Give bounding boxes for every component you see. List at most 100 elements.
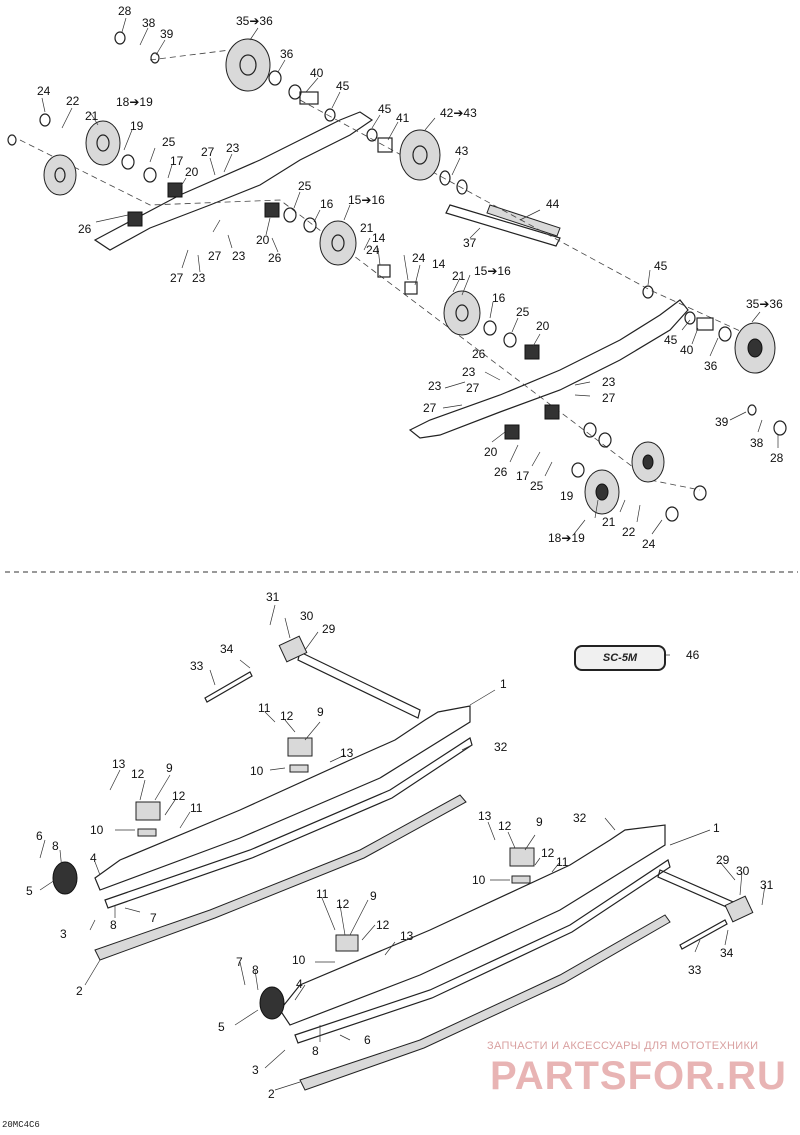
wheel-18-19-right — [584, 469, 620, 515]
runner-2-right — [299, 914, 671, 1091]
callout-9: 9 — [317, 705, 324, 719]
callout-13: 13 — [112, 757, 126, 771]
callout-13: 13 — [400, 929, 414, 943]
callout-38: 38 — [750, 436, 764, 450]
callout-32: 32 — [494, 740, 508, 754]
axle-44 — [486, 204, 561, 237]
callout-13: 13 — [478, 809, 492, 823]
slider-5-left — [52, 861, 78, 895]
callout-15-16: 15➔16 — [474, 264, 511, 278]
callout-36: 36 — [704, 359, 718, 373]
callout-9: 9 — [370, 889, 377, 903]
upper-assembly — [7, 17, 787, 535]
callout-24: 24 — [412, 251, 426, 265]
callout-23: 23 — [428, 379, 442, 393]
callout-25: 25 — [530, 479, 544, 493]
callout-37: 37 — [463, 236, 477, 250]
small-parts-upper — [7, 31, 787, 522]
callout-9: 9 — [536, 815, 543, 829]
callout-33: 33 — [190, 659, 204, 673]
callout-13: 13 — [340, 746, 354, 760]
callout-15-16: 15➔16 — [348, 193, 385, 207]
callout-35-36: 35➔36 — [746, 297, 783, 311]
wheel-35-36-right — [734, 322, 776, 374]
bracket-29-30-right — [724, 895, 754, 923]
callout-11: 11 — [316, 887, 329, 901]
callout-42-43: 42➔43 — [440, 106, 477, 120]
rail-1-right — [279, 824, 666, 1026]
upper-frame-right — [408, 299, 689, 439]
upper-frame-left — [93, 111, 374, 251]
callout-23: 23 — [226, 141, 240, 155]
callout-18-19: 18➔19 — [116, 95, 153, 109]
callout-17: 17 — [170, 154, 184, 168]
callout-27: 27 — [170, 271, 184, 285]
callout-7: 7 — [150, 911, 157, 925]
callout-26: 26 — [472, 347, 486, 361]
callout-24: 24 — [642, 537, 656, 551]
leaders-lower — [39, 604, 766, 1091]
block-9a — [287, 737, 313, 757]
callout-17: 17 — [516, 469, 530, 483]
callout-12: 12 — [280, 709, 294, 723]
callout-4: 4 — [90, 851, 97, 865]
callout-45: 45 — [336, 79, 350, 93]
callout-10: 10 — [90, 823, 104, 837]
callout-41: 41 — [396, 111, 410, 125]
callout-29: 29 — [716, 853, 730, 867]
callout-7: 7 — [236, 955, 243, 969]
callout-12: 12 — [336, 897, 350, 911]
callout-12: 12 — [131, 767, 145, 781]
block-10b — [137, 828, 157, 837]
watermark-logo: PARTSFOR.RU — [490, 1054, 787, 1098]
callout-22: 22 — [66, 94, 80, 108]
rail-1-left — [94, 705, 471, 891]
callout-12: 12 — [498, 819, 512, 833]
callout-10: 10 — [292, 953, 306, 967]
callout-6: 6 — [36, 829, 43, 843]
callout-8: 8 — [52, 839, 59, 853]
block-9b — [135, 801, 161, 821]
callout-1: 1 — [500, 677, 507, 691]
callout-31: 31 — [266, 590, 280, 604]
cross-shaft-top — [297, 651, 421, 719]
callout-3: 3 — [60, 927, 67, 941]
wheel-18-19-left — [85, 120, 121, 166]
callout-8: 8 — [252, 963, 259, 977]
callout-26: 26 — [494, 465, 508, 479]
callouts-lower: 31 30 29 34 33 46 1 11 12 9 32 13 10 13 … — [26, 590, 774, 1101]
callout-29: 29 — [322, 622, 336, 636]
block-9c — [509, 847, 535, 867]
callout-27: 27 — [466, 381, 480, 395]
callout-10: 10 — [250, 764, 264, 778]
callout-27: 27 — [208, 249, 222, 263]
callout-44: 44 — [546, 197, 560, 211]
wheel-15-16-lower — [443, 290, 481, 336]
lower-assembly — [39, 604, 766, 1091]
callout-27: 27 — [201, 145, 215, 159]
bolt-33-top — [204, 671, 253, 703]
callout-23: 23 — [462, 365, 476, 379]
callout-33: 33 — [688, 963, 702, 977]
callout-21: 21 — [452, 269, 466, 283]
callout-34: 34 — [720, 946, 734, 960]
block-9d — [335, 934, 359, 952]
callout-12: 12 — [376, 918, 390, 932]
callout-24: 24 — [366, 243, 380, 257]
callout-14: 14 — [372, 231, 386, 245]
callout-20: 20 — [185, 165, 199, 179]
callout-12: 12 — [172, 789, 186, 803]
callout-24: 24 — [37, 84, 51, 98]
callout-27: 27 — [602, 391, 616, 405]
centerline-2 — [19, 139, 701, 491]
callout-2: 2 — [76, 984, 83, 998]
callout-30: 30 — [736, 864, 750, 878]
callout-23: 23 — [602, 375, 616, 389]
callout-25: 25 — [162, 135, 176, 149]
callout-26: 26 — [268, 251, 282, 265]
callout-19: 19 — [560, 489, 574, 503]
callout-2: 2 — [268, 1087, 275, 1101]
bracket-29-30-top — [278, 635, 308, 663]
callout-1: 1 — [713, 821, 720, 835]
